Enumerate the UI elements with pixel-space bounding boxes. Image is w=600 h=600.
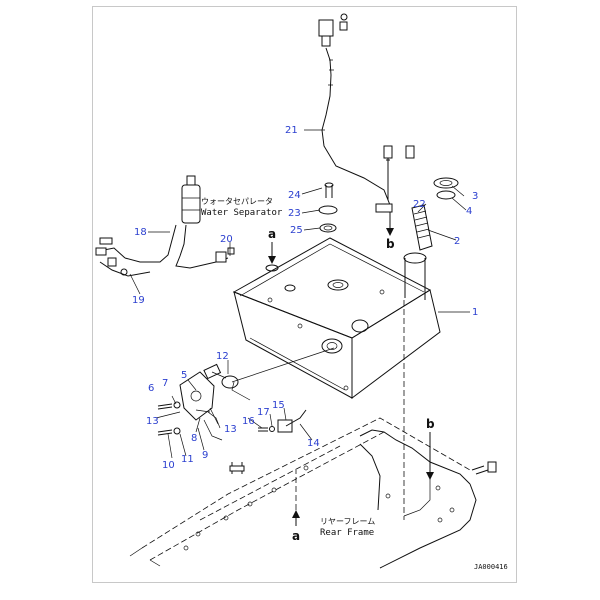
callout-3: 3 [472, 191, 478, 202]
drawing-reference: JA000416 [474, 563, 508, 571]
marker-a-bottom: a [292, 529, 300, 543]
callout-5: 5 [181, 370, 187, 381]
callout-6: 6 [148, 383, 154, 394]
callout-17: 17 [257, 407, 270, 418]
drawing-border [92, 6, 517, 583]
callout-22: 22 [413, 199, 426, 210]
water-separator-assembly [95, 175, 235, 277]
callout-16: 16 [242, 416, 255, 427]
rear-frame-label-jp: リヤーフレーム [320, 517, 375, 526]
callout-11: 11 [181, 454, 194, 465]
callout-2: 2 [454, 236, 460, 247]
callout-15: 15 [272, 400, 285, 411]
callout-numbers: 1 2 3 4 5 6 7 8 9 10 11 12 13 13 14 15 1… [132, 125, 478, 471]
callout-14: 14 [307, 438, 320, 449]
marker-b-top: b [386, 237, 395, 251]
vent-parts [318, 182, 338, 233]
callout-19: 19 [132, 295, 145, 306]
callout-8: 8 [191, 433, 197, 444]
filler-strainer [411, 177, 459, 251]
reference-arrows [268, 212, 434, 526]
callout-13b: 13 [224, 424, 237, 435]
callout-21: 21 [285, 125, 298, 136]
rear-frame-label-en: Rear Frame [320, 528, 374, 538]
callout-25: 25 [290, 225, 303, 236]
callout-4: 4 [466, 206, 472, 217]
fuel-tank [232, 237, 441, 399]
marker-b-bottom: b [426, 417, 435, 431]
callout-12: 12 [216, 351, 229, 362]
drain-line [318, 13, 415, 213]
callout-10: 10 [162, 460, 175, 471]
fuel-sender-parts [157, 363, 307, 441]
callout-1: 1 [472, 307, 478, 318]
callout-23: 23 [288, 208, 301, 219]
water-separator-label-en: Water Separator [201, 208, 283, 218]
callout-9: 9 [202, 450, 208, 461]
callout-13a: 13 [146, 416, 159, 427]
leader-lines [129, 129, 470, 459]
callout-7: 7 [162, 378, 168, 389]
callout-24: 24 [288, 190, 301, 201]
water-separator-label-jp: ウォータセパレータ [201, 197, 273, 206]
callout-18: 18 [134, 227, 147, 238]
callout-20: 20 [220, 234, 233, 245]
marker-a-top: a [268, 227, 276, 241]
